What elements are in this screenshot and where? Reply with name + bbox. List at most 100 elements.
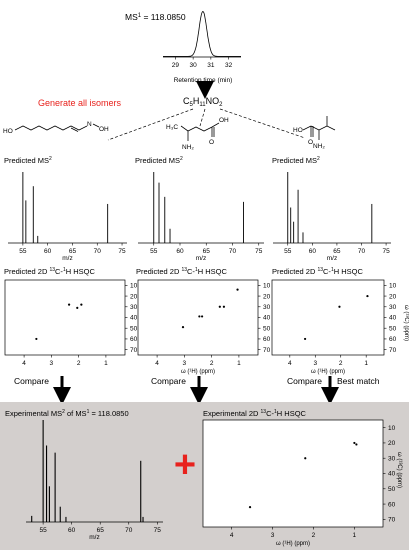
- svg-text:Predicted 2D 13C-1H HSQC: Predicted 2D 13C-1H HSQC: [136, 267, 227, 276]
- ms2-x-axis-label: m/z: [89, 534, 99, 541]
- ms2-tick-label: 75: [255, 248, 263, 255]
- hsqc-y-tick-label: 60: [389, 336, 397, 343]
- ms2-tick-label: 65: [203, 248, 211, 255]
- hsqc-y-tick-label: 10: [388, 425, 396, 432]
- isomer-structure-1: HO N OH: [3, 121, 109, 135]
- hsqc-y-tick-label: 20: [388, 440, 396, 447]
- hsqc-crosspeak: [76, 306, 79, 309]
- molecular-formula: C5H11NO2: [183, 96, 223, 108]
- hsqc-y-tick-label: 30: [263, 304, 271, 311]
- hsqc-x-tick-label: 1: [237, 360, 241, 367]
- svg-text:Predicted MS2: Predicted MS2: [135, 156, 183, 165]
- hsqc-y-tick-label: 70: [388, 517, 396, 524]
- rt-tick-label: 31: [207, 62, 215, 69]
- hsqc-x-tick-label: 3: [50, 360, 54, 367]
- hsqc-y-tick-label: 30: [389, 304, 397, 311]
- isomer-structure-2: H₃C NH₂ O OH: [166, 117, 229, 151]
- hsqc-x-tick-label: 2: [312, 532, 316, 539]
- hsqc-x-tick-label: 4: [22, 360, 26, 367]
- svg-text:OH: OH: [219, 117, 229, 124]
- hsqc-y-tick-label: 40: [263, 315, 271, 322]
- hsqc-y-tick-label: 40: [388, 471, 396, 478]
- hsqc-x-tick-label: 4: [288, 360, 292, 367]
- hsqc-crosspeak: [200, 315, 204, 318]
- hsqc-y-tick-label: 20: [130, 293, 138, 300]
- plus-sign: +: [174, 444, 196, 486]
- hsqc-y-tick-label: 10: [130, 283, 138, 290]
- hsqc-y-tick-label: 50: [130, 325, 138, 332]
- pred-hsqc-title-2: Predicted 2D 13C-1H HSQC: [136, 267, 227, 276]
- branch-mid: [199, 108, 206, 127]
- ms2-tick-label: 60: [68, 527, 76, 534]
- hsqc-y-tick-label: 70: [389, 347, 397, 354]
- hsqc-x-tick-label: 3: [271, 532, 275, 539]
- svg-text:HO: HO: [3, 128, 13, 135]
- ms2-tick-label: 75: [154, 527, 162, 534]
- hsqc-x-tick-label: 2: [77, 360, 81, 367]
- pred-hsqc-title-3: Predicted 2D 13C-1H HSQC: [272, 267, 363, 276]
- ms2-tick-label: 65: [333, 248, 341, 255]
- hsqc-frame: [137, 279, 259, 356]
- hsqc-x-tick-label: 1: [104, 360, 108, 367]
- svg-text:H₃C: H₃C: [166, 124, 178, 131]
- pred-ms2-title-3: Predicted MS2: [272, 156, 320, 165]
- exp-hsqc-title: Experimental 2D 13C-1H HSQC: [203, 409, 307, 418]
- hsqc-x-tick-label: 4: [230, 532, 234, 539]
- svg-text:MS1 = 118.0850: MS1 = 118.0850: [125, 12, 186, 22]
- hsqc-y-tick-label: 50: [389, 325, 397, 332]
- hsqc-y-tick-label: 20: [263, 293, 271, 300]
- hsqc-x-axis-label: ω (¹H) (ppm): [311, 369, 345, 375]
- ms2-tick-label: 55: [40, 527, 48, 534]
- svg-text:O: O: [308, 139, 313, 146]
- hsqc-x-tick-label: 3: [313, 360, 317, 367]
- hsqc-frame: [271, 279, 385, 356]
- svg-text:HO: HO: [293, 127, 303, 134]
- compare-label-1: Compare: [14, 376, 49, 386]
- ms2-tick-label: 70: [94, 248, 102, 255]
- ms2-tick-label: 55: [284, 248, 292, 255]
- hsqc-crosspeak: [304, 457, 307, 460]
- hsqc-y-tick-label: 60: [263, 336, 271, 343]
- pred-ms2-title-1: Predicted MS2: [4, 156, 52, 165]
- svg-text:Predicted MS2: Predicted MS2: [4, 156, 52, 165]
- ms2-tick-label: 55: [150, 248, 158, 255]
- hsqc-x-axis-label: ω (¹H) (ppm): [276, 541, 310, 547]
- hsqc-y-tick-label: 20: [389, 293, 397, 300]
- ms2-tick-label: 70: [358, 248, 366, 255]
- compare-label-3: Compare: [287, 376, 322, 386]
- rt-axis-label: Retention time (min): [174, 77, 233, 84]
- branch-left: [107, 108, 194, 141]
- hsqc-crosspeak: [218, 305, 221, 308]
- rt-tick-label: 32: [225, 62, 233, 69]
- ms2-tick-label: 55: [19, 248, 27, 255]
- ms2-tick-label: 60: [309, 248, 317, 255]
- svg-text:O: O: [209, 139, 214, 146]
- ms2-tick-label: 60: [44, 248, 52, 255]
- ms2-tick-label: 75: [118, 248, 126, 255]
- svg-text:N: N: [87, 121, 92, 128]
- hsqc-crosspeak: [198, 315, 201, 318]
- chromatogram-peak: [163, 11, 241, 57]
- exp-hsqc-y-axis-label: ω (¹³C) (ppm): [396, 452, 402, 488]
- generate-isomers-label: Generate all isomers: [38, 98, 122, 108]
- svg-text:OH: OH: [99, 126, 109, 133]
- hsqc-crosspeak: [67, 303, 71, 306]
- ms2-tick-label: 75: [382, 248, 390, 255]
- exp-ms2-title: Experimental MS2 of MS1 = 118.0850: [5, 409, 129, 418]
- ms1-label: MS1 = 118.0850: [125, 12, 186, 22]
- hsqc-crosspeak: [236, 288, 239, 291]
- ms2-x-axis-label: m/z: [327, 255, 337, 262]
- hsqc-x-tick-label: 2: [210, 360, 214, 367]
- hsqc-x-tick-label: 4: [155, 360, 159, 367]
- rt-tick-label: 29: [172, 62, 180, 69]
- hsqc-y-tick-label: 50: [263, 325, 271, 332]
- hsqc-crosspeak: [303, 337, 307, 341]
- ms2-tick-label: 65: [97, 527, 105, 534]
- svg-text:NH₂: NH₂: [182, 144, 194, 151]
